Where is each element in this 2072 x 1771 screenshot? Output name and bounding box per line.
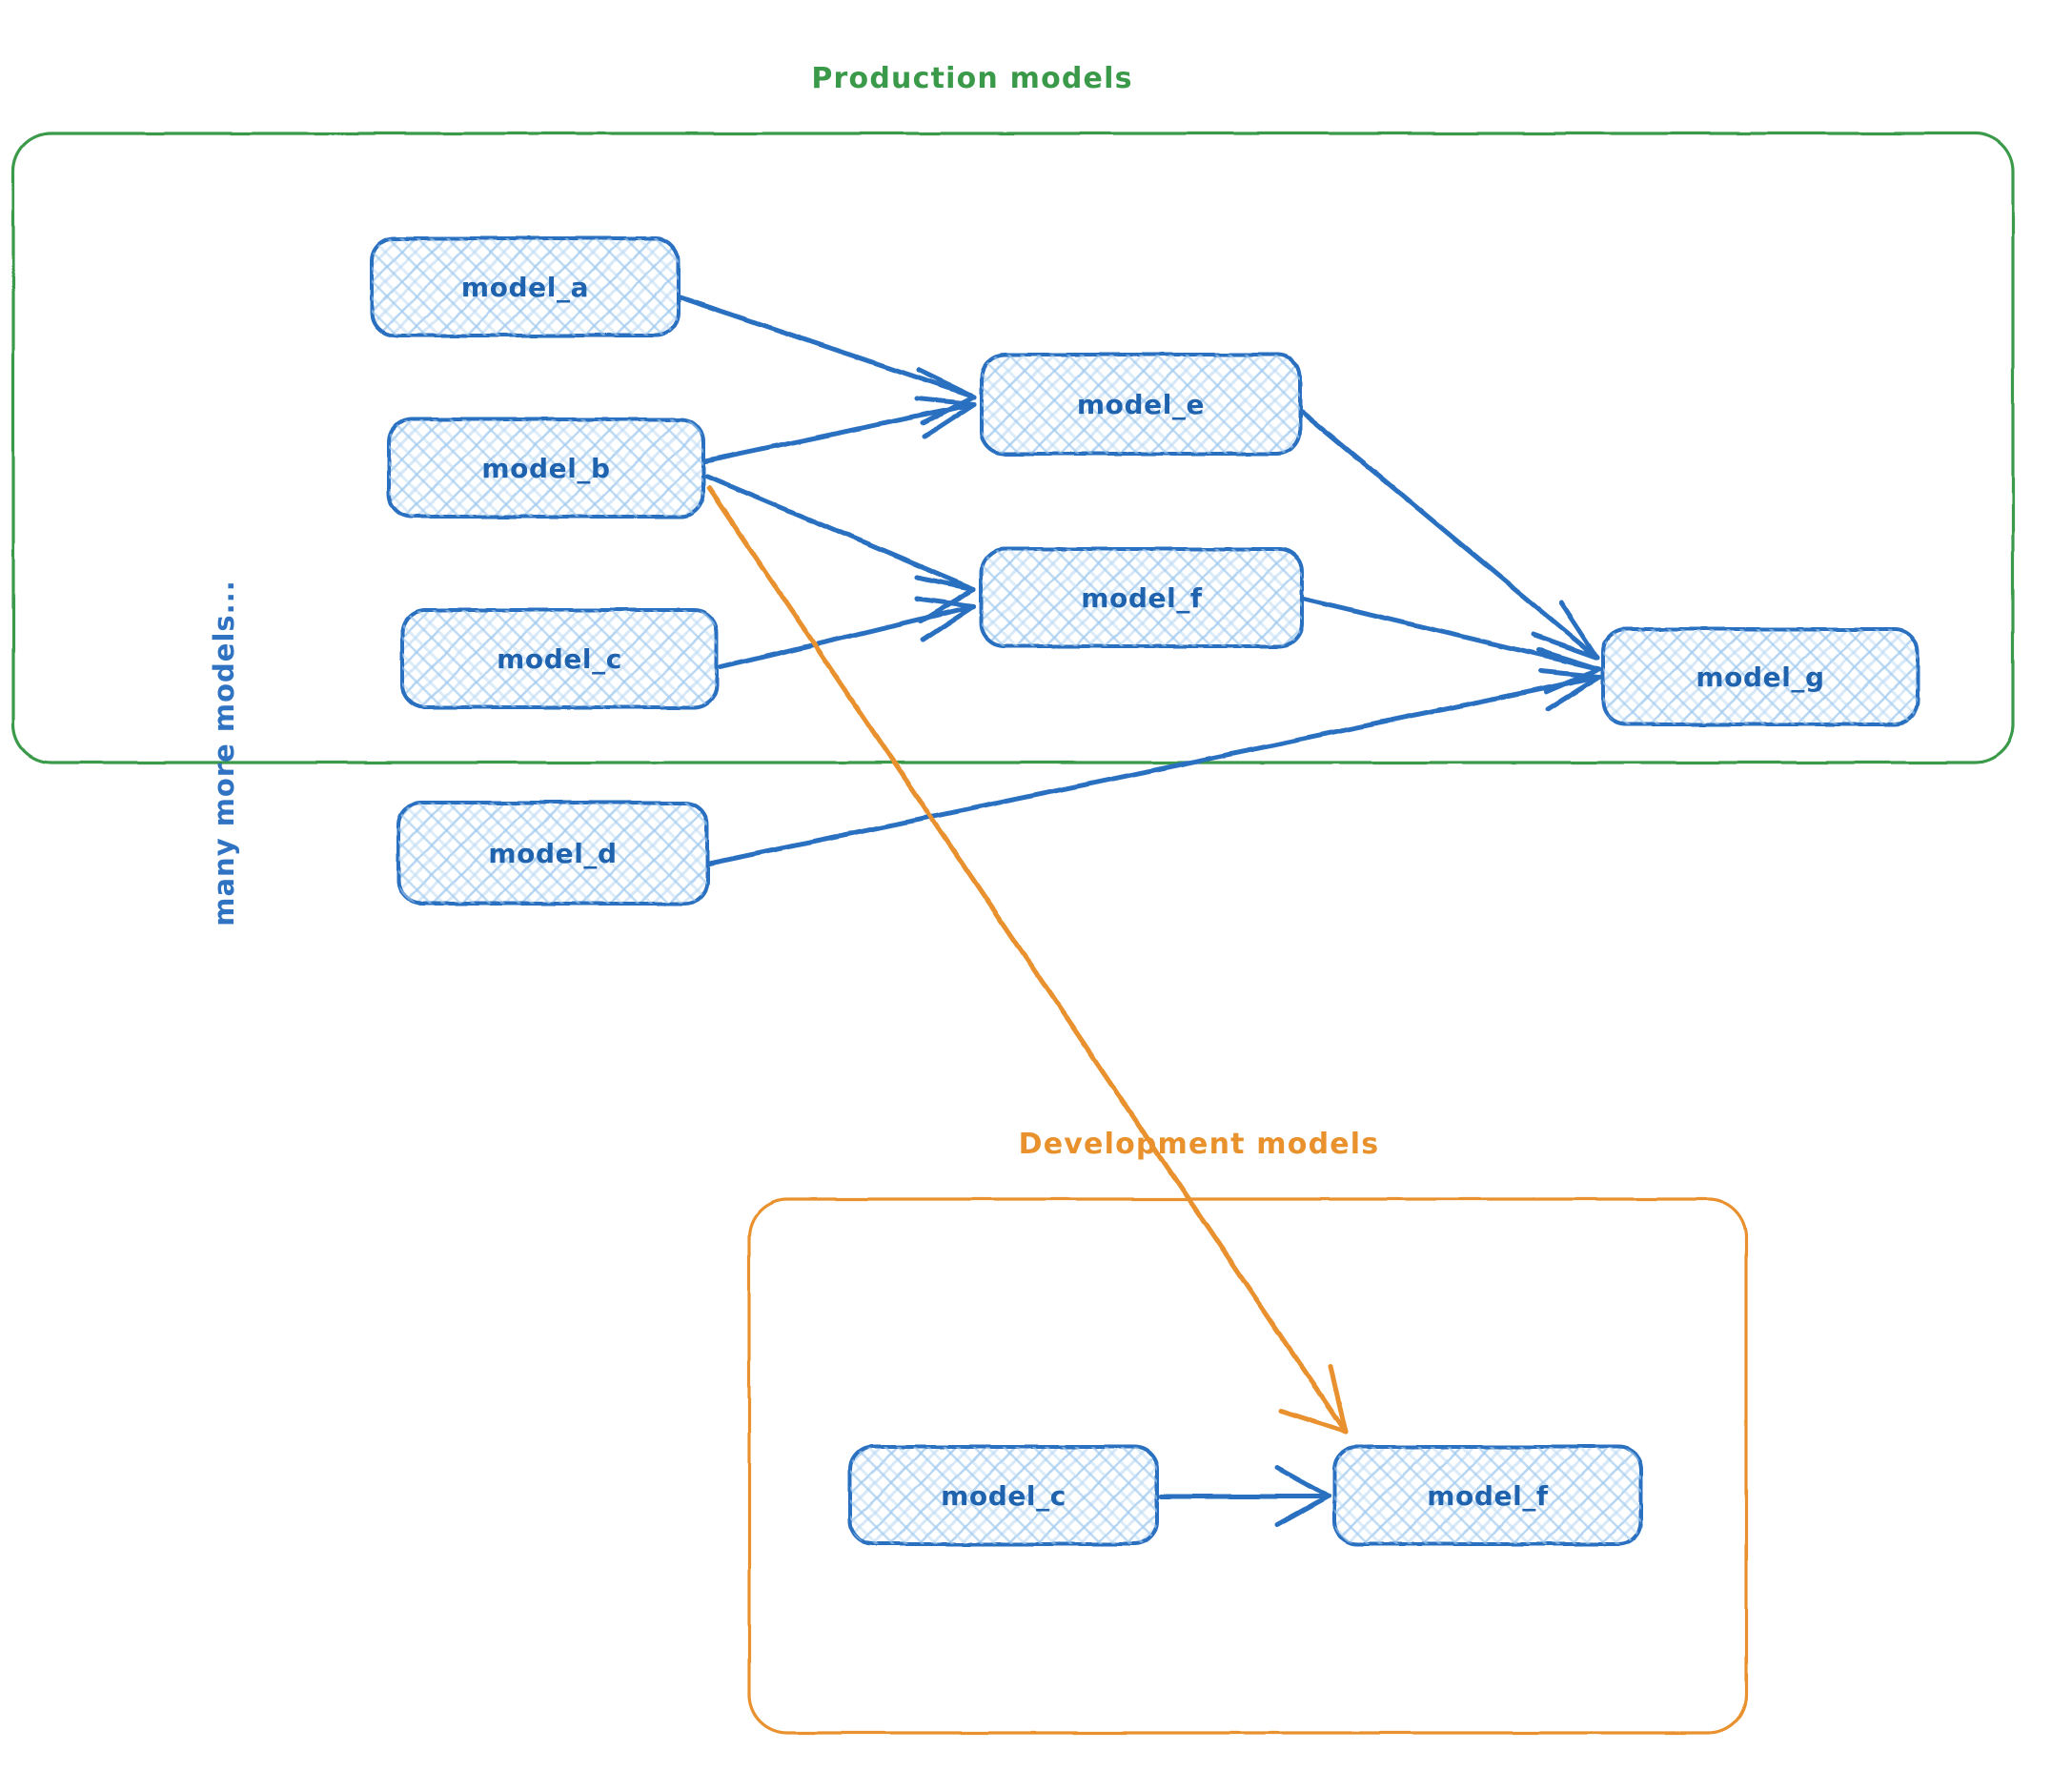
group-development: Development models — [747, 1128, 1748, 1735]
edge-devc-to-devf — [1158, 1465, 1331, 1528]
node-prod-model-f[interactable]: model_f — [980, 547, 1304, 648]
edge-c-to-f — [718, 596, 977, 670]
node-dev-model-c[interactable]: model_c — [848, 1445, 1159, 1546]
node-prod-model-a-label: model_a — [461, 272, 589, 303]
edge-prodb-to-devf — [706, 485, 1349, 1435]
many-more-models-label: many more models... — [208, 580, 240, 926]
node-prod-model-c-label: model_c — [497, 643, 622, 675]
development-group-border — [747, 1197, 1748, 1735]
node-prod-model-e[interactable]: model_e — [980, 353, 1302, 456]
node-dev-model-c-label: model_c — [941, 1480, 1066, 1512]
edge-a-to-e — [678, 295, 977, 426]
edge-d-to-g — [706, 668, 1602, 866]
edge-e-to-g — [1299, 409, 1600, 661]
edges-layer — [678, 295, 1602, 1528]
node-prod-model-a[interactable]: model_a — [370, 236, 681, 337]
node-prod-model-g[interactable]: model_g — [1601, 627, 1920, 726]
edge-b-to-e — [702, 396, 977, 464]
production-group-title: Production models — [811, 62, 1132, 95]
node-prod-model-b-label: model_b — [481, 453, 610, 484]
many-more-models-note: many more models... — [208, 580, 240, 926]
node-dev-model-f-label: model_f — [1427, 1480, 1549, 1512]
group-production: Production models — [11, 62, 2015, 764]
development-group-title: Development models — [1019, 1128, 1380, 1161]
node-prod-model-d[interactable]: model_d — [396, 801, 709, 906]
node-prod-model-b[interactable]: model_b — [387, 417, 705, 519]
edge-f-to-g — [1301, 596, 1602, 695]
node-prod-model-f-label: model_f — [1081, 582, 1203, 614]
production-group-border — [11, 132, 2015, 764]
node-prod-model-e-label: model_e — [1077, 389, 1205, 420]
node-prod-model-d-label: model_d — [488, 838, 617, 869]
node-prod-model-c[interactable]: model_c — [400, 608, 719, 709]
node-prod-model-g-label: model_g — [1696, 662, 1824, 693]
node-dev-model-f[interactable]: model_f — [1332, 1445, 1643, 1546]
